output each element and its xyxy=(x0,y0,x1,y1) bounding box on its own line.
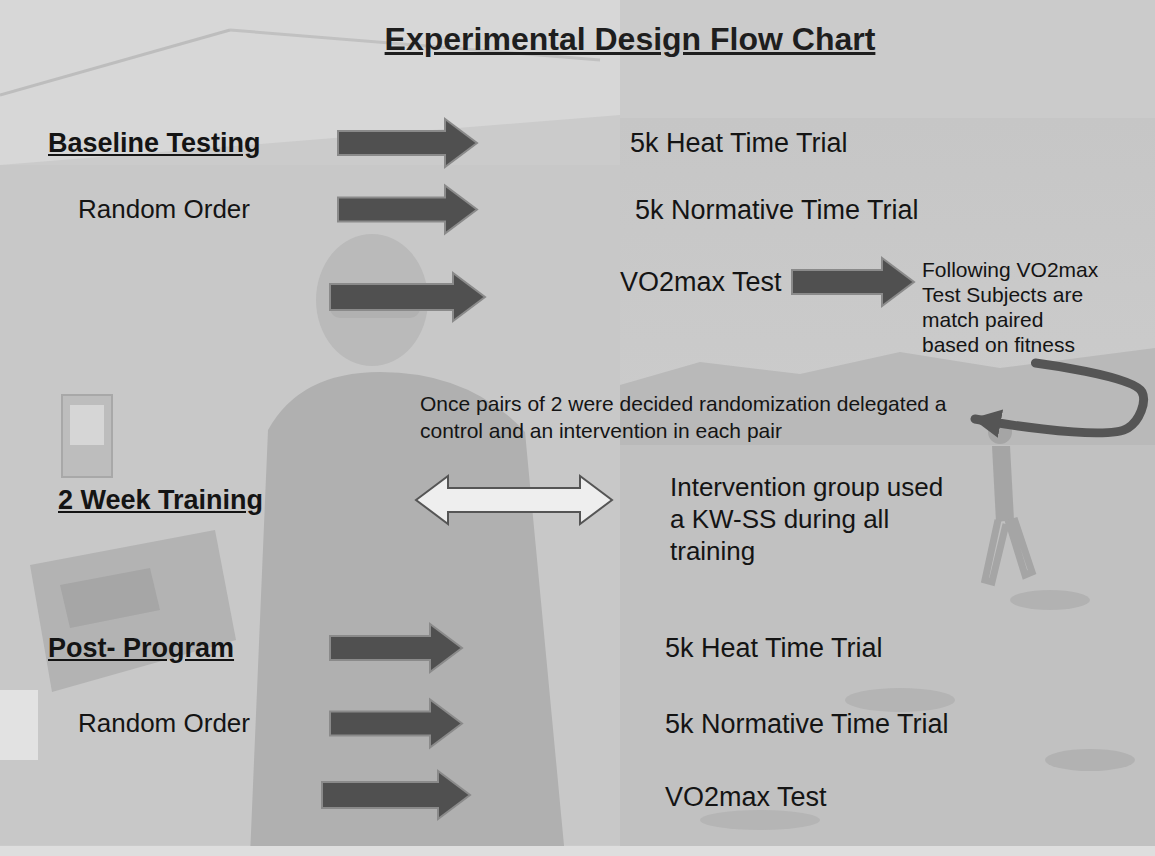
heading-text: Baseline Testing xyxy=(48,127,261,159)
heading-text: 2 Week Training xyxy=(58,484,263,516)
double-arrow xyxy=(416,476,612,524)
wall-box xyxy=(0,690,38,760)
treadmill-screen xyxy=(60,568,160,628)
wall-poster-sheet xyxy=(70,405,104,445)
step-text: Once pairs of 2 were decided randomizati… xyxy=(420,390,967,444)
body-text: Intervention group used a KW-SS during a… xyxy=(670,471,960,567)
block-arrow xyxy=(330,700,462,748)
stage-heading: Baseline Testing xyxy=(48,127,330,159)
block-arrow xyxy=(330,273,485,321)
block-arrow xyxy=(338,119,477,167)
step-text: 5k Normative Time Trial xyxy=(485,194,921,226)
heading-text: Post- Program xyxy=(48,632,234,664)
step-text: VO2max Test xyxy=(620,266,784,298)
block-arrow xyxy=(330,624,462,672)
step-text: Following VO2max Test Subjects are match… xyxy=(922,257,1105,357)
stage-heading: 2 Week Training xyxy=(58,484,408,516)
body-text: 5k Normative Time Trial xyxy=(665,708,949,740)
bottom-strip xyxy=(0,846,1155,856)
step-text: Intervention group used a KW-SS during a… xyxy=(620,471,962,567)
body-text: VO2max Test xyxy=(620,266,782,298)
body-text: 5k Heat Time Trial xyxy=(665,632,883,664)
step-text: Random Order xyxy=(78,708,322,739)
block-arrow xyxy=(792,258,914,306)
treadmill-console xyxy=(30,530,236,692)
shrub xyxy=(700,810,820,830)
step-text: VO2max Test xyxy=(665,781,829,813)
body-text: 5k Normative Time Trial xyxy=(635,194,919,226)
shrub xyxy=(1045,749,1135,771)
block-arrow xyxy=(322,771,470,819)
stage-heading: Post- Program xyxy=(48,632,322,664)
desert-ground xyxy=(620,445,1155,846)
wall-poster xyxy=(62,395,112,477)
body-text: 5k Heat Time Trial xyxy=(630,127,848,159)
runner-body xyxy=(992,446,1014,522)
body-text: Random Order xyxy=(78,194,250,225)
chart-title: Experimental Design Flow Chart xyxy=(330,20,930,58)
body-text: Once pairs of 2 were decided randomizati… xyxy=(420,390,965,444)
desert-photo xyxy=(620,118,1155,846)
ceiling-seam xyxy=(0,30,230,95)
body-text: VO2max Test xyxy=(665,781,827,813)
step-text: Random Order xyxy=(78,194,330,225)
block-arrow xyxy=(338,186,477,234)
step-text: 5k Normative Time Trial xyxy=(470,708,951,740)
body-text: Random Order xyxy=(78,708,250,739)
step-text: 5k Heat Time Trial xyxy=(485,127,850,159)
runner-legs xyxy=(985,518,1032,582)
shrub xyxy=(1010,590,1090,610)
shrub xyxy=(845,688,955,712)
subject-body xyxy=(250,372,565,856)
step-text: 5k Heat Time Trial xyxy=(470,632,885,664)
body-text: Following VO2max Test Subjects are match… xyxy=(922,257,1103,357)
curved-arrow xyxy=(975,363,1144,433)
